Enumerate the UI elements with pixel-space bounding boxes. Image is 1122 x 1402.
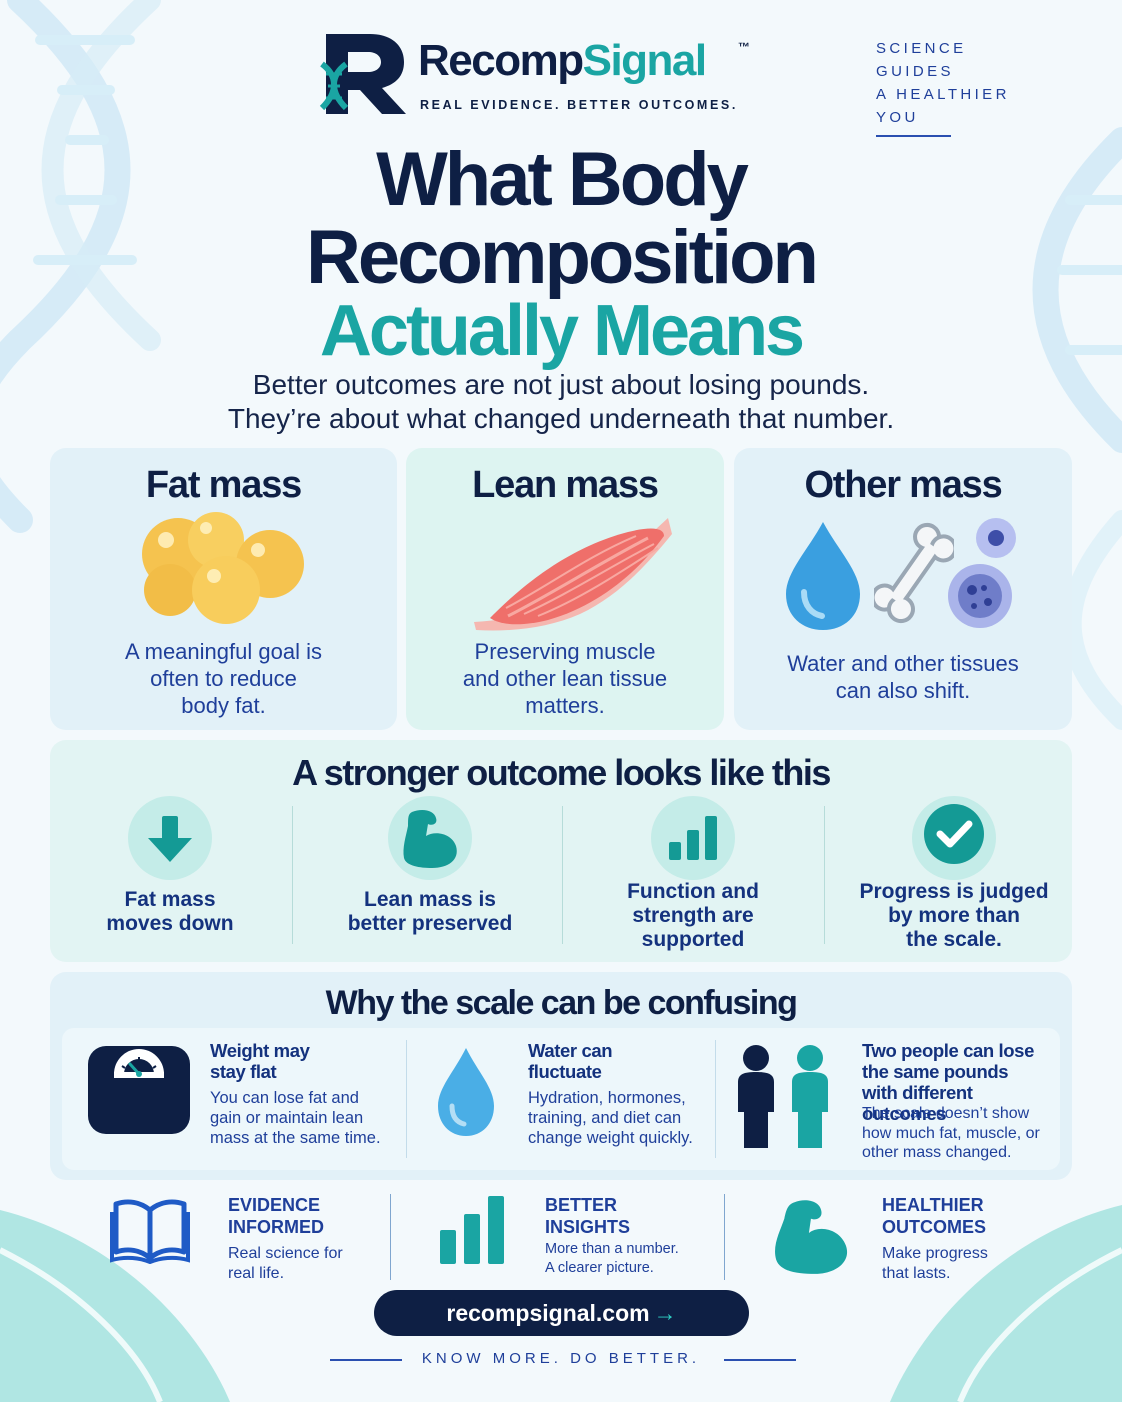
outcome-divider — [824, 806, 825, 944]
outcome-divider — [292, 806, 293, 944]
brand-logo: RecompSignal ™ REAL EVIDENCE. BETTER OUT… — [318, 28, 778, 120]
pillar-divider — [390, 1194, 391, 1280]
flexed-arm-icon — [403, 810, 457, 868]
check-circle-icon — [924, 804, 984, 864]
scale-divider — [406, 1040, 407, 1158]
scale-confusing-section: Why the scale can be confusing Weight ma… — [50, 972, 1072, 1180]
page-title-line-1: What Body — [376, 137, 749, 222]
water-drop-icon — [786, 522, 860, 630]
arrow-right-icon: → — [653, 1300, 677, 1326]
bar-chart-icon — [669, 816, 717, 860]
outcome-divider — [562, 806, 563, 944]
page-title-line-2: Recomposition — [306, 215, 819, 300]
footer-rule-left — [330, 1359, 402, 1361]
stronger-outcome-section: A stronger outcome looks like this Fat m… — [50, 740, 1072, 962]
side-tagline: SCIENCE GUIDES A HEALTHIER YOU — [876, 40, 1010, 126]
two-people-icon — [738, 1045, 828, 1148]
other-mass-card: Other mass Water and — [734, 448, 1072, 730]
fat-cells-icon — [142, 512, 304, 624]
pillar-divider — [724, 1194, 725, 1280]
muscle-icon — [474, 518, 672, 631]
scale-heading: Why the scale can be confusing — [325, 984, 798, 1022]
water-drop-icon — [438, 1048, 494, 1136]
pillar-text: More than a number.A clearer picture. — [545, 1241, 679, 1276]
subtitle-line-2: They’re about what changed underneath th… — [227, 403, 895, 434]
scale-item-text: Hydration, hormones,training, and diet c… — [528, 1089, 693, 1147]
website-url: recompsignal.com — [446, 1300, 650, 1326]
subtitle-line-1: Better outcomes are not just about losin… — [252, 369, 870, 400]
brand-name: RecompSignal — [418, 36, 707, 85]
outcome-heading: A stronger outcome looks like this — [292, 752, 831, 793]
open-book-icon — [110, 1199, 190, 1264]
website-link-button[interactable]: recompsignal.com→ — [374, 1290, 749, 1336]
brand-tagline: REAL EVIDENCE. BETTER OUTCOMES. — [420, 98, 738, 112]
flexed-arm-icon — [775, 1200, 848, 1274]
scale-divider — [715, 1040, 716, 1158]
page-title-line-3: Actually Means — [319, 291, 805, 371]
fat-mass-title: Fat mass — [145, 464, 302, 506]
cells-icon — [948, 518, 1016, 628]
footer-tagline: KNOW MORE. DO BETTER. — [421, 1350, 701, 1367]
logo-r-mark-icon — [319, 34, 406, 114]
bone-icon — [874, 522, 954, 624]
trademark-symbol: ™ — [738, 40, 750, 54]
bar-chart-icon — [440, 1196, 504, 1264]
bathroom-scale-icon — [88, 1046, 190, 1134]
arrow-down-icon — [148, 816, 192, 862]
lean-mass-title: Lean mass — [472, 464, 659, 506]
side-tagline-rule — [876, 135, 951, 137]
footer-rule-right — [724, 1359, 796, 1361]
other-mass-title: Other mass — [804, 464, 1002, 506]
